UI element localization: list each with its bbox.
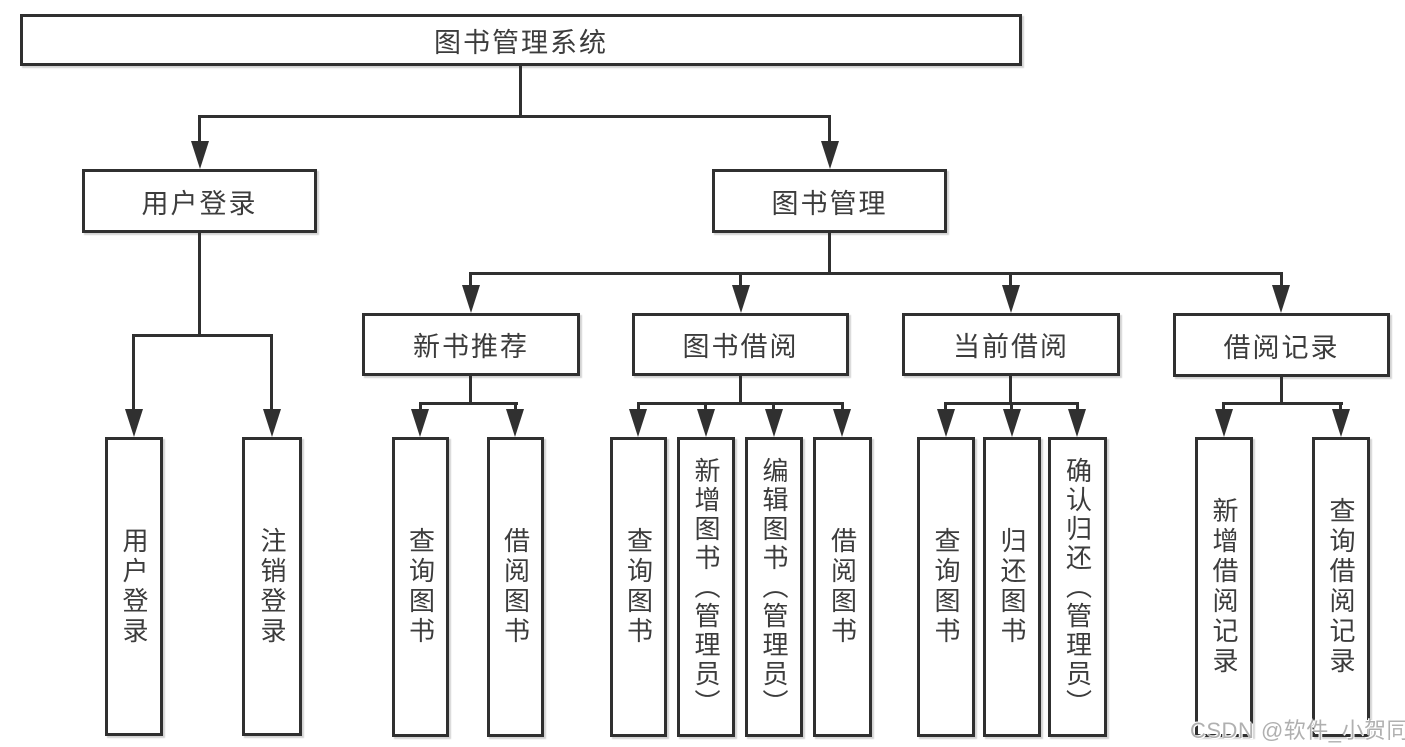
leaf-query-books-recommend: 查询图书 <box>392 437 449 737</box>
connector-drop <box>1010 402 1013 412</box>
connector-stub <box>739 375 742 405</box>
connector-drop <box>944 402 947 412</box>
connector-user-login-split <box>132 334 273 337</box>
connector-book-mgmt-stub <box>828 233 831 274</box>
arrowhead-down <box>732 285 750 313</box>
connector-root-stub <box>519 66 522 117</box>
leaf-edit-books-admin: 编辑图书（管理员） <box>745 437 803 737</box>
leaf-return-books: 归还图书 <box>983 437 1041 737</box>
csdn-watermark: CSDN @软件_小贺同学 <box>1190 718 1405 743</box>
arrowhead-down <box>1332 409 1350 437</box>
connector-drop <box>1076 402 1079 412</box>
leaf-label: 归还图书 <box>997 527 1027 647</box>
leaf-add-books-admin: 新增图书（管理员） <box>677 437 735 737</box>
node-label: 图书管理 <box>771 188 888 219</box>
node-label: 图书管理系统 <box>434 27 608 58</box>
leaf-query-books-current: 查询图书 <box>917 437 975 737</box>
leaf-label: 查询图书 <box>623 527 654 647</box>
connector-drop <box>772 402 775 412</box>
node-library-management-system: 图书管理系统 <box>20 14 1022 66</box>
connector-drop <box>132 334 135 409</box>
node-book-borrow: 图书借阅 <box>632 313 849 376</box>
node-label: 图书借阅 <box>682 332 799 362</box>
connector-drop <box>828 115 831 144</box>
leaf-label: 查询借阅记录 <box>1326 497 1356 677</box>
connector-drop <box>739 272 742 287</box>
connector-drop <box>198 115 201 144</box>
connector-stub <box>1009 375 1012 405</box>
arrowhead-down <box>506 409 524 437</box>
node-label: 当前借阅 <box>953 332 1069 362</box>
connector-split <box>419 402 518 405</box>
leaf-label: 确认归还（管理员） <box>1062 456 1093 718</box>
leaf-label: 用户登录 <box>119 526 149 647</box>
connector-root-split <box>198 115 831 118</box>
leaf-label: 注销登录 <box>257 526 287 647</box>
connector-user-login-stub <box>198 233 201 336</box>
connector-drop <box>1222 402 1225 412</box>
arrowhead-down <box>462 285 480 313</box>
connector-drop <box>1280 272 1283 287</box>
arrowhead-down <box>821 141 839 169</box>
connector-drop <box>841 402 844 412</box>
leaf-query-borrow-record: 查询借阅记录 <box>1312 437 1370 737</box>
leaf-label: 编辑图书（管理员） <box>759 456 789 718</box>
connector-drop <box>1339 402 1342 412</box>
leaf-label: 查询图书 <box>931 527 961 647</box>
leaf-user-login: 用户登录 <box>105 437 163 736</box>
connector-drop <box>419 402 422 412</box>
arrowhead-down <box>1002 285 1020 313</box>
connector-drop <box>514 402 517 412</box>
connector-drop <box>704 402 707 412</box>
arrowhead-down <box>1003 409 1021 437</box>
connector-stub <box>469 375 472 405</box>
node-borrow-records: 借阅记录 <box>1173 313 1390 377</box>
leaf-label: 查询图书 <box>405 527 436 647</box>
node-book-management: 图书管理 <box>712 169 947 233</box>
leaf-query-books-borrow: 查询图书 <box>610 437 667 737</box>
arrowhead-down <box>191 141 209 169</box>
arrowhead-down <box>697 409 715 437</box>
leaf-add-borrow-record: 新增借阅记录 <box>1195 437 1253 737</box>
leaf-borrow-books: 借阅图书 <box>813 437 872 737</box>
arrowhead-down <box>937 409 955 437</box>
connector-drop <box>1009 272 1012 287</box>
connector-drop <box>469 272 472 287</box>
node-label: 借阅记录 <box>1223 332 1340 363</box>
leaf-confirm-return-admin: 确认归还（管理员） <box>1048 437 1107 737</box>
connector-book-mgmt-split <box>469 272 1283 275</box>
arrowhead-down <box>125 409 143 437</box>
node-label: 新书推荐 <box>413 332 529 362</box>
arrowhead-down <box>833 409 851 437</box>
arrowhead-down <box>263 409 281 437</box>
leaf-label: 新增借阅记录 <box>1209 497 1239 677</box>
node-current-borrow: 当前借阅 <box>902 313 1120 376</box>
arrowhead-down <box>1215 409 1233 437</box>
node-label: 用户登录 <box>141 188 258 219</box>
leaf-label: 借阅图书 <box>827 527 858 647</box>
arrowhead-down <box>765 409 783 437</box>
connector-drop <box>637 402 640 412</box>
connector-drop <box>270 334 273 409</box>
node-user-login: 用户登录 <box>82 169 317 233</box>
leaf-borrow-books-recommend: 借阅图书 <box>487 437 544 737</box>
arrowhead-down <box>629 409 647 437</box>
connector-split <box>637 402 844 405</box>
arrowhead-down <box>411 409 429 437</box>
connector-stub <box>1280 376 1283 405</box>
leaf-label: 新增图书（管理员） <box>691 456 721 718</box>
arrowhead-down <box>1068 409 1086 437</box>
connector-split <box>1222 402 1343 405</box>
leaf-label: 借阅图书 <box>500 527 531 647</box>
arrowhead-down <box>1272 285 1290 313</box>
node-new-book-recommend: 新书推荐 <box>362 313 580 376</box>
leaf-logout: 注销登录 <box>242 437 302 736</box>
